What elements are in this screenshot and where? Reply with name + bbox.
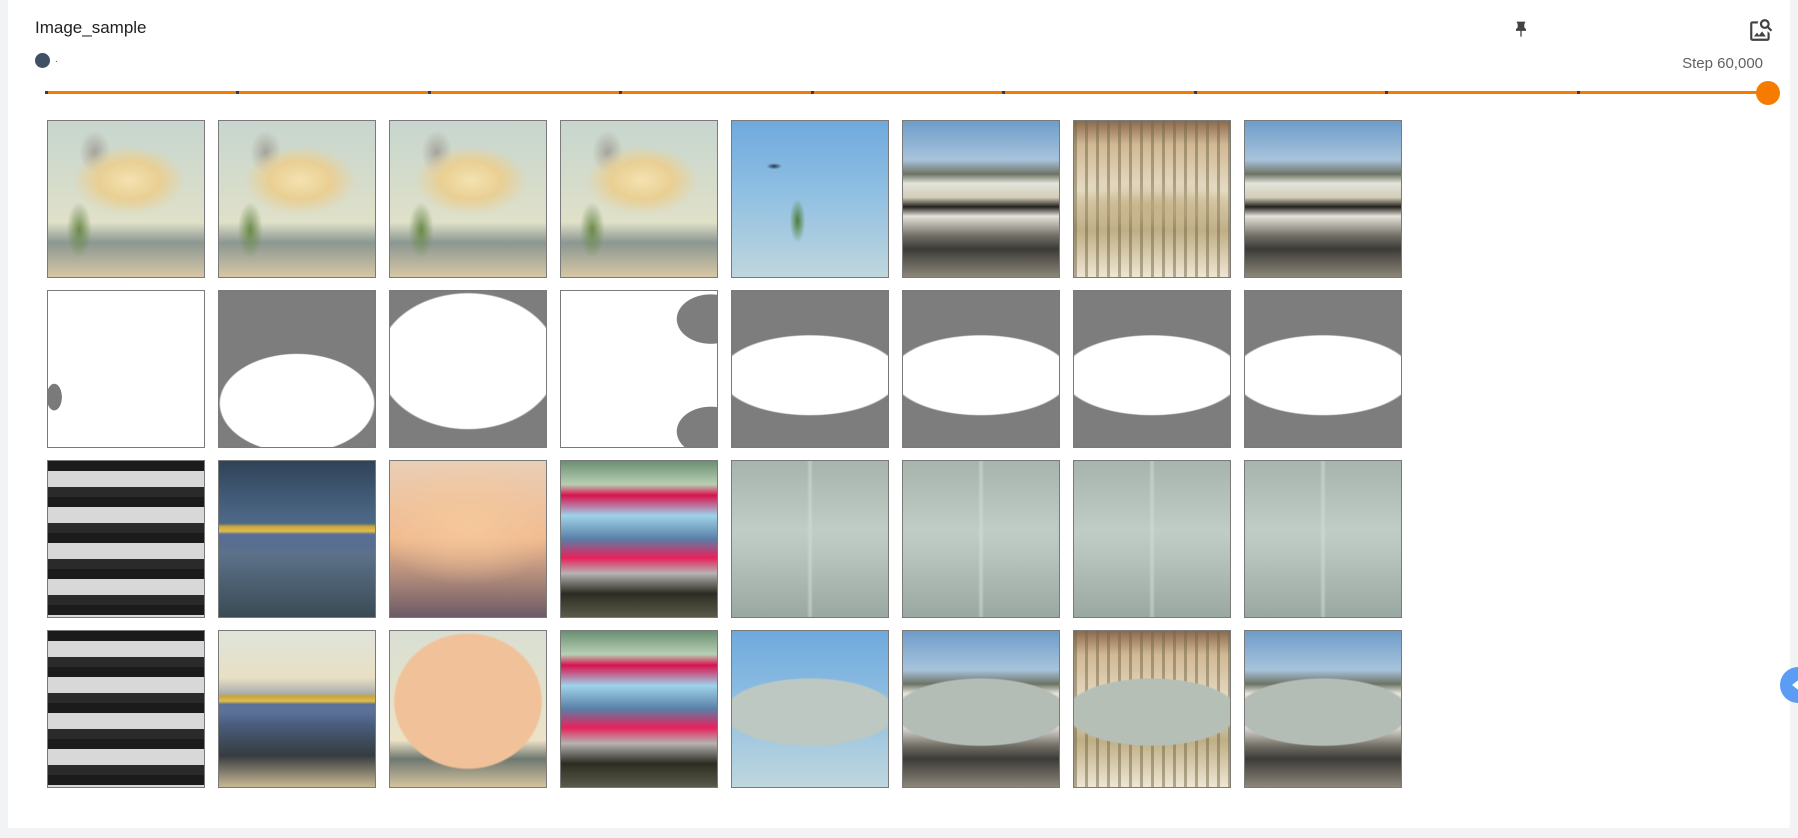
pin-button[interactable] xyxy=(1505,14,1537,46)
image-thumbnail[interactable] xyxy=(389,630,547,788)
image-thumbnail[interactable] xyxy=(47,290,205,448)
slider-tick xyxy=(1576,91,1580,94)
image-thumbnail[interactable] xyxy=(389,290,547,448)
card-title: Image_sample xyxy=(35,18,147,37)
image-thumbnail[interactable] xyxy=(47,460,205,618)
image-thumbnail[interactable] xyxy=(218,630,376,788)
slider-thumb[interactable] xyxy=(1756,81,1780,105)
image-card: Image_sample . Step 60,000 xyxy=(8,0,1790,828)
image-thumbnail[interactable] xyxy=(731,290,889,448)
run-label: . xyxy=(55,54,58,65)
run-color-dot xyxy=(35,53,50,68)
image-thumbnail[interactable] xyxy=(389,460,547,618)
slider-tick xyxy=(236,91,240,94)
slider-tick xyxy=(1385,91,1389,94)
image-thumbnail[interactable] xyxy=(1244,460,1402,618)
image-thumbnail[interactable] xyxy=(1073,290,1231,448)
image-thumbnail[interactable] xyxy=(1073,630,1231,788)
slider-tick xyxy=(1002,91,1006,94)
step-label: Step 60,000 xyxy=(1682,55,1763,72)
image-thumbnail[interactable] xyxy=(902,120,1060,278)
image-thumbnail[interactable] xyxy=(731,120,889,278)
image-thumbnail[interactable] xyxy=(731,630,889,788)
slider-tick xyxy=(1193,91,1197,94)
image-thumbnail[interactable] xyxy=(1073,460,1231,618)
slider-tick xyxy=(810,91,814,94)
image-thumbnail[interactable] xyxy=(560,460,718,618)
image-thumbnail[interactable] xyxy=(218,290,376,448)
slider-tick xyxy=(45,91,48,94)
image-thumbnail[interactable] xyxy=(1073,120,1231,278)
image-thumbnail[interactable] xyxy=(560,290,718,448)
collapse-panel-button[interactable] xyxy=(1780,667,1798,703)
image-thumbnail[interactable] xyxy=(389,120,547,278)
image-thumbnail[interactable] xyxy=(731,460,889,618)
image-thumbnail[interactable] xyxy=(560,120,718,278)
image-search-button[interactable] xyxy=(1745,14,1777,46)
chevron-left-icon xyxy=(1792,678,1798,692)
image-search-icon xyxy=(1750,19,1773,41)
image-thumbnail[interactable] xyxy=(902,290,1060,448)
image-thumbnail[interactable] xyxy=(1244,290,1402,448)
image-thumbnail[interactable] xyxy=(902,630,1060,788)
image-thumbnail[interactable] xyxy=(47,630,205,788)
pin-icon xyxy=(1516,21,1526,37)
image-grid xyxy=(47,120,1402,788)
image-thumbnail[interactable] xyxy=(47,120,205,278)
slider-tick xyxy=(427,91,431,94)
image-thumbnail[interactable] xyxy=(218,460,376,618)
image-thumbnail[interactable] xyxy=(902,460,1060,618)
slider-track xyxy=(45,91,1768,94)
step-slider[interactable] xyxy=(45,81,1780,105)
image-thumbnail[interactable] xyxy=(560,630,718,788)
image-thumbnail[interactable] xyxy=(218,120,376,278)
image-thumbnail[interactable] xyxy=(1244,120,1402,278)
slider-tick xyxy=(619,91,623,94)
image-thumbnail[interactable] xyxy=(1244,630,1402,788)
